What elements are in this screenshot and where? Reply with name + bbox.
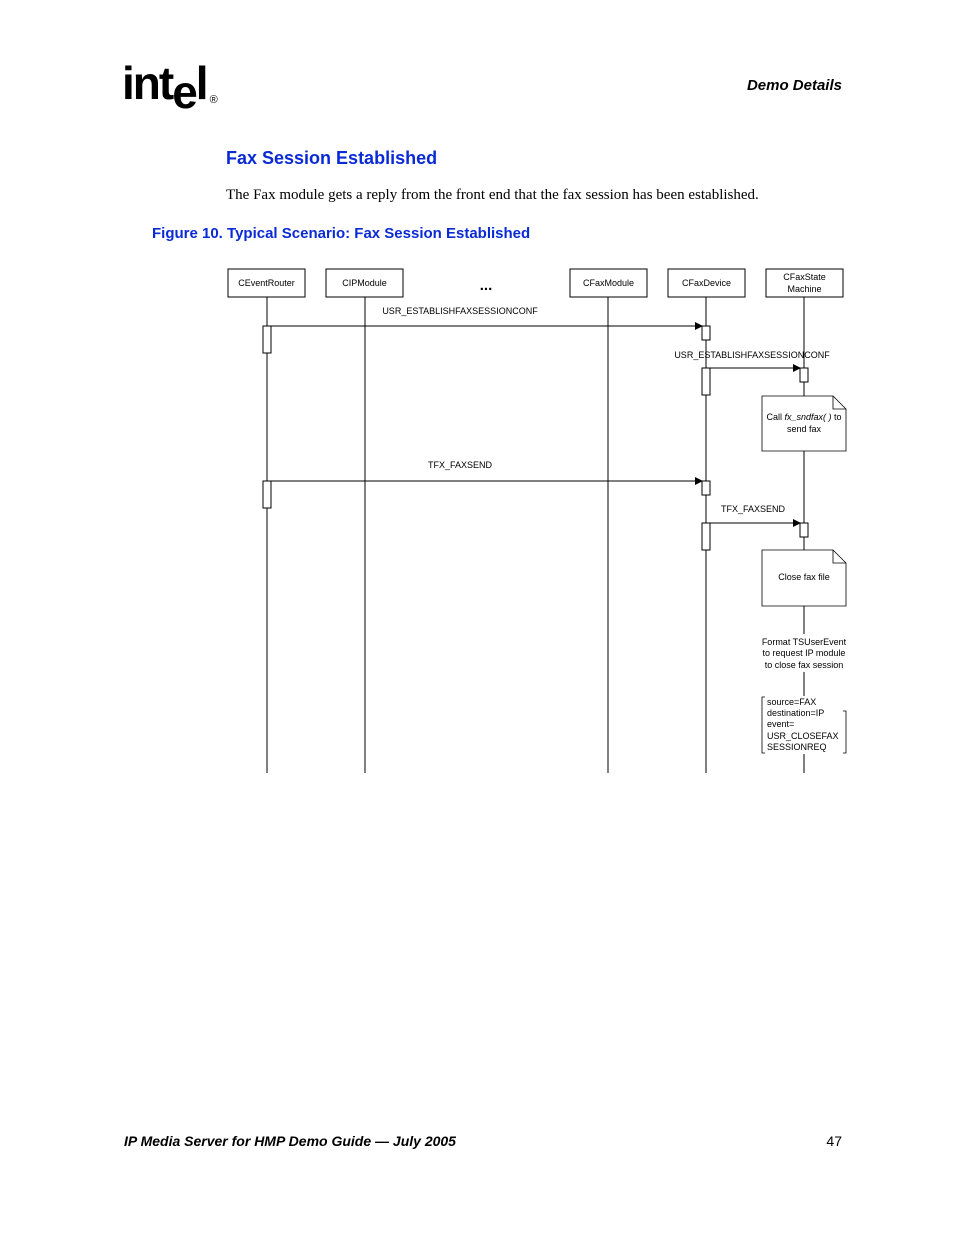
- message-label: TFX_FAXSEND: [721, 504, 786, 514]
- message-label: TFX_FAXSEND: [428, 460, 493, 470]
- logo-text-l: l: [195, 57, 209, 109]
- format-event-text: Format TSUserEvent to request IP module …: [762, 637, 847, 670]
- lifeline-box-cfaxstatemachine: CFaxState Machine: [765, 268, 844, 298]
- activation-bar: [701, 522, 711, 551]
- event-params-bracket: source=FAX destination=IP event= USR_CLO…: [761, 696, 847, 754]
- message-label: USR_ESTABLISHFAXSESSIONCONF: [382, 306, 538, 316]
- bracket-line: source=FAX: [767, 697, 816, 707]
- activation-bar: [799, 522, 809, 538]
- note-line2: send fax: [787, 424, 822, 434]
- lifeline-box-cfaxmodule: CFaxModule: [569, 268, 648, 298]
- body-paragraph: The Fax module gets a reply from the fro…: [226, 187, 759, 203]
- footer-page-number: 47: [826, 1133, 842, 1149]
- message-label: USR_ESTABLISHFAXSESSIONCONF: [674, 350, 830, 360]
- activation-bar: [701, 480, 711, 496]
- lifeline-label-line2: Machine: [787, 284, 821, 294]
- logo-text-e: e: [172, 66, 198, 118]
- bracket-line: SESSIONREQ: [767, 742, 827, 752]
- bracket-line: USR_CLOSEFAX: [767, 731, 839, 741]
- activation-bar: [799, 367, 809, 383]
- note-send-fax: Call fx_sndfax( ) to send fax: [761, 395, 847, 452]
- lifeline-label: CFaxModule: [583, 278, 634, 288]
- figure-caption: Figure 10. Typical Scenario: Fax Session…: [152, 225, 531, 242]
- activation-bar: [262, 480, 272, 509]
- lifeline-label-line1: CFaxState: [783, 272, 826, 282]
- note-text: Close fax file: [778, 572, 830, 582]
- logo-text-int: int: [122, 57, 174, 109]
- header-section-title: Demo Details: [746, 77, 842, 94]
- note-line1: Call fx_sndfax( ) to: [766, 412, 841, 422]
- lifeline-box-cipmodule: CIPModule: [325, 268, 404, 298]
- lifeline-box-cfaxdevice: CFaxDevice: [667, 268, 746, 298]
- lifeline-label: CFaxDevice: [682, 278, 731, 288]
- note-close-fax-file: Close fax file: [761, 549, 847, 607]
- activation-bar: [701, 325, 711, 341]
- activation-bar: [701, 367, 711, 396]
- text-line: to close fax session: [765, 660, 844, 670]
- bracket-line: destination=IP: [767, 708, 824, 718]
- ellipsis: ...: [480, 277, 493, 294]
- bracket-line: event=: [767, 719, 794, 729]
- section-title: Fax Session Established: [226, 148, 438, 168]
- lifeline-label: CEventRouter: [238, 278, 295, 288]
- logo-registered-mark: ®: [209, 94, 218, 106]
- activation-bar: [262, 325, 272, 354]
- lifeline-box-ceventrouter: CEventRouter: [227, 268, 306, 298]
- footer-document-title: IP Media Server for HMP Demo Guide — Jul…: [124, 1133, 456, 1149]
- lifeline-label: CIPModule: [342, 278, 387, 288]
- text-line: to request IP module: [763, 648, 846, 658]
- text-line: Format TSUserEvent: [762, 637, 847, 647]
- intel-logo: intel®: [122, 57, 218, 115]
